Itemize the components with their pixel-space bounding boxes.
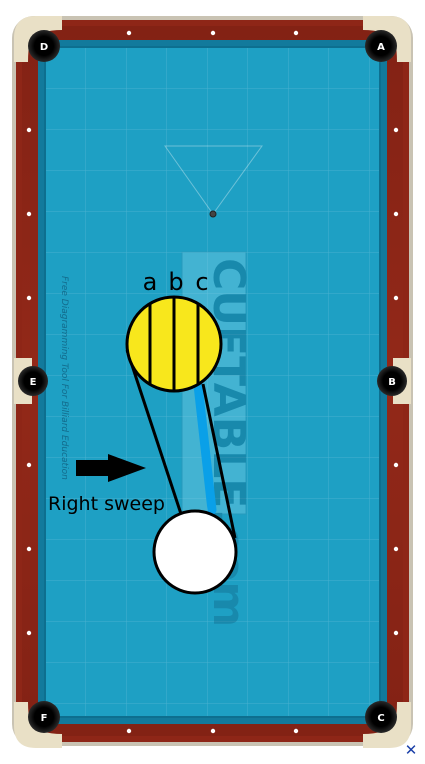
svg-text:A: A [377,42,385,53]
foot-spot [209,210,217,218]
label-a: a [143,268,158,296]
svg-text:F: F [41,713,48,724]
pocket-b: B [377,358,411,404]
rail-diamonds [26,30,399,734]
right-guide-line [201,383,237,539]
pocket-e: E [14,358,48,404]
cue-ball [152,509,238,595]
svg-text:B: B [388,377,396,388]
pocket-a: A [363,16,411,62]
svg-text:C: C [377,713,384,724]
rack-outline [164,145,263,215]
pocket-d: D [14,16,62,62]
watermark-side-text: Free Diagramming Tool For Billiard Educa… [59,276,69,480]
svg-text:E: E [30,377,37,388]
object-ball [125,295,223,393]
right-sweep-label: Right sweep [48,493,165,515]
right-arrow-icon [76,454,146,482]
aim-line [193,380,217,515]
svg-text:D: D [40,42,48,53]
left-guide-line [125,349,184,518]
close-icon[interactable]: ✕ [404,741,418,759]
label-b: b [168,268,183,296]
pocket-f: F [14,701,62,748]
label-c: c [195,268,208,296]
pocket-c: C [363,701,411,748]
